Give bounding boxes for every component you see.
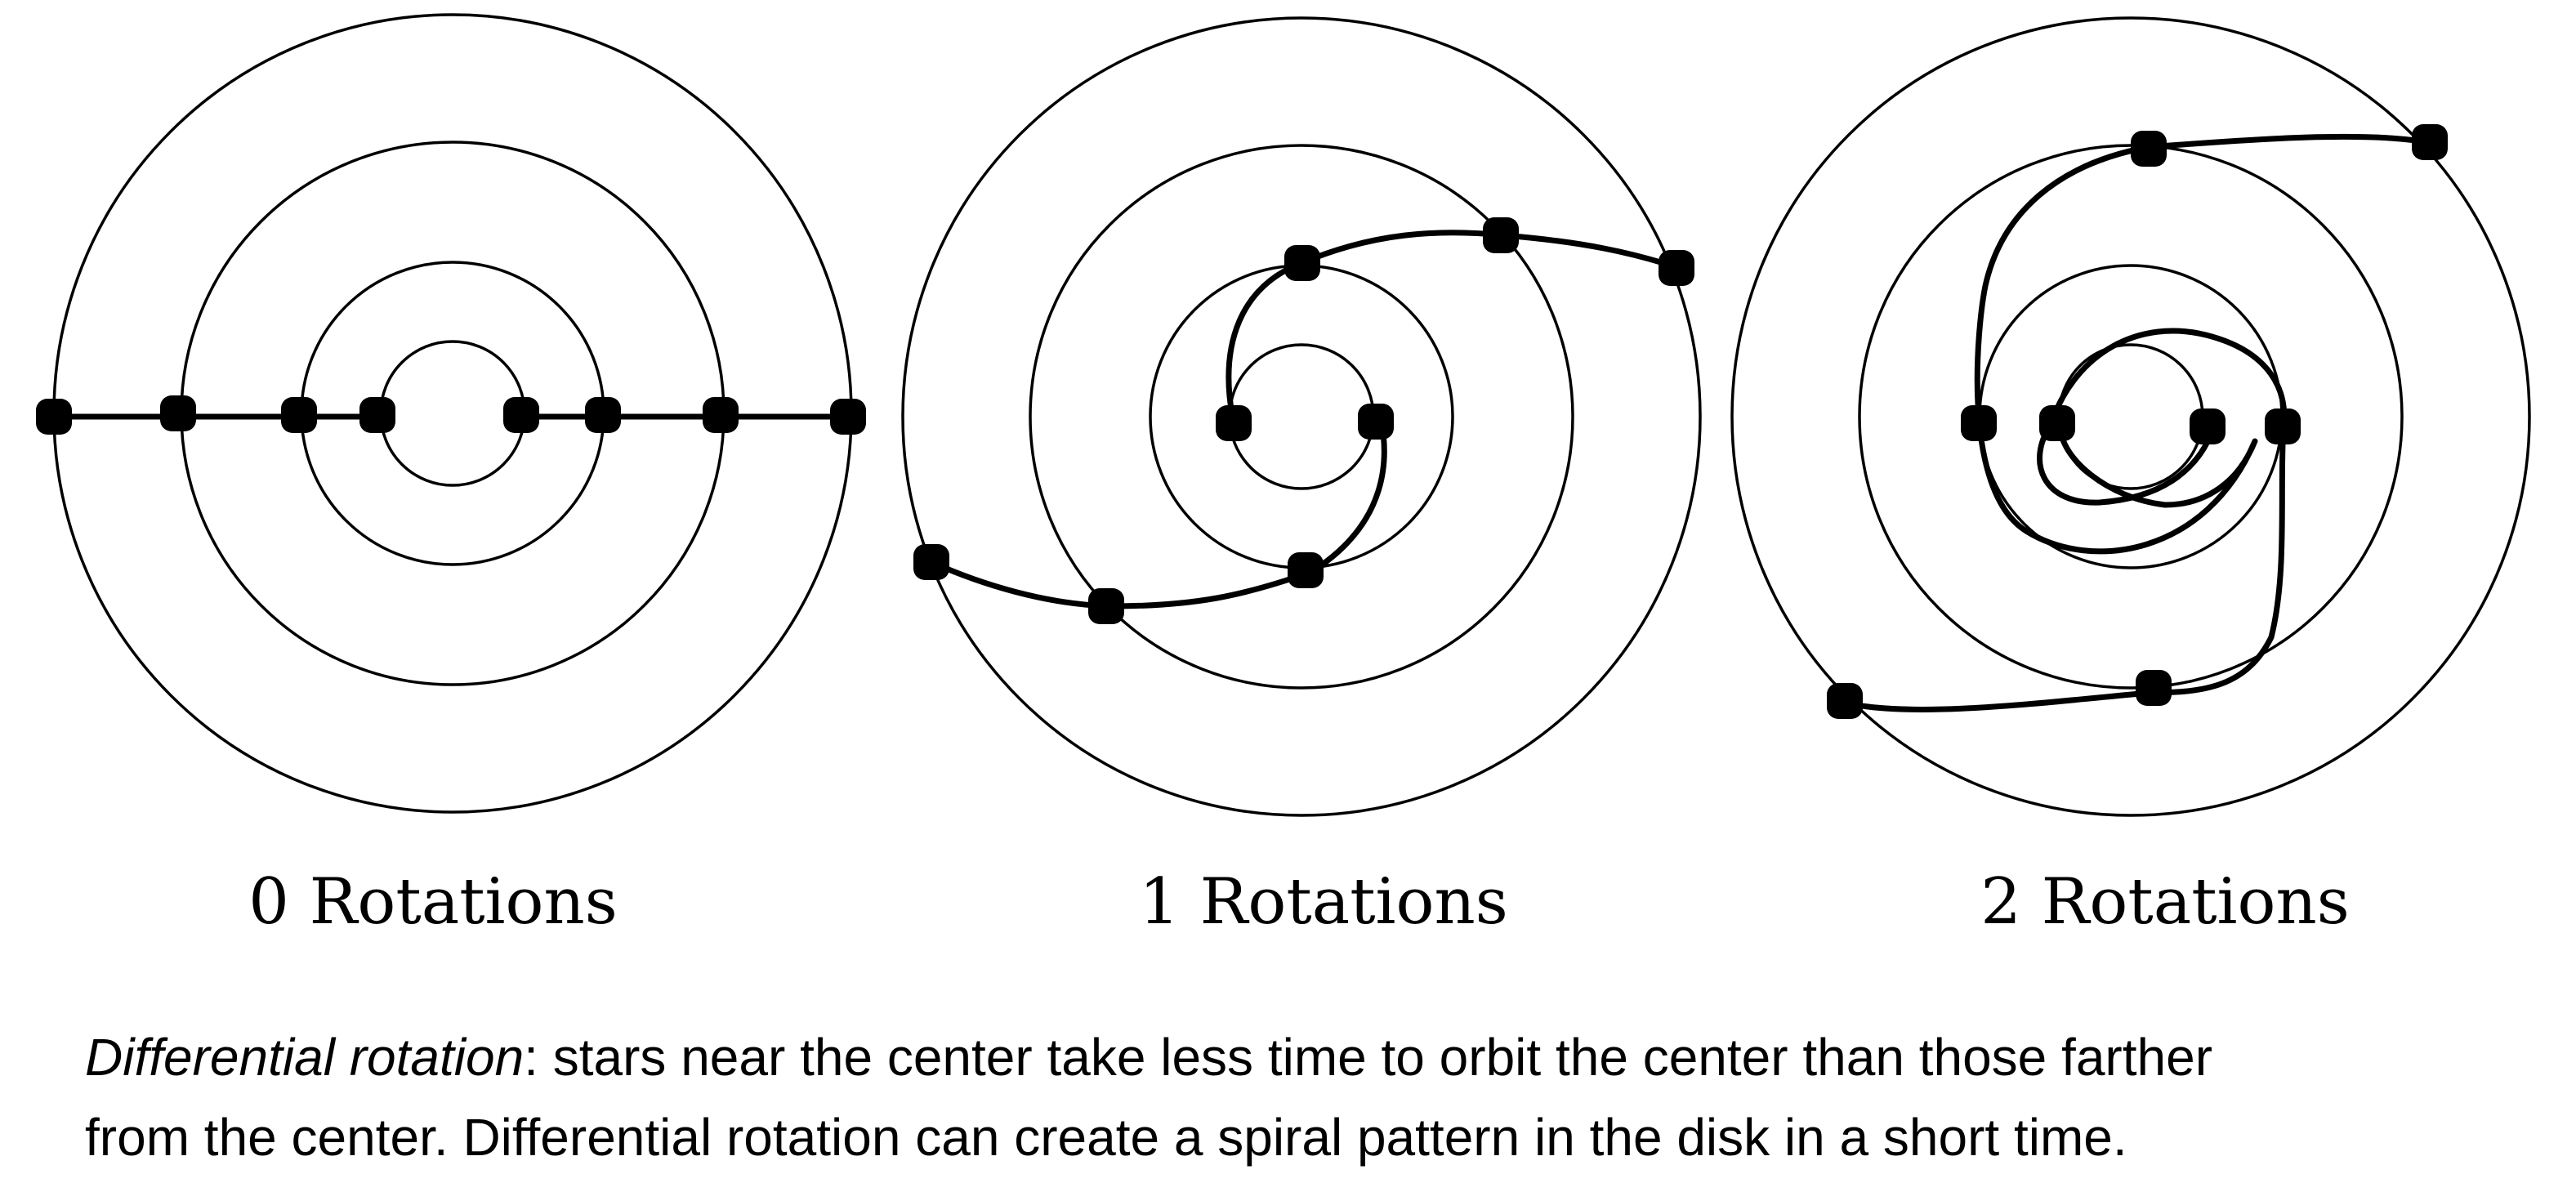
star bbox=[830, 399, 866, 435]
star bbox=[1288, 552, 1324, 588]
caption-line-2: from the center. Differential rotation c… bbox=[85, 1108, 2127, 1167]
star bbox=[1358, 404, 1394, 440]
star bbox=[1659, 250, 1694, 286]
orbit-ring bbox=[901, 16, 1702, 817]
caption: Differential rotation: stars near the ce… bbox=[85, 1017, 2503, 1177]
spiral-arm bbox=[1974, 133, 2434, 555]
star bbox=[2039, 405, 2075, 441]
star bbox=[2265, 408, 2301, 444]
star bbox=[913, 544, 949, 580]
spiral-arm bbox=[1225, 230, 1682, 426]
star bbox=[2412, 124, 2448, 160]
star bbox=[36, 399, 72, 435]
star bbox=[281, 397, 317, 433]
star bbox=[1284, 245, 1320, 281]
orbit-ring bbox=[1978, 264, 2284, 569]
star bbox=[1483, 217, 1519, 253]
star bbox=[2131, 131, 2167, 167]
star bbox=[1827, 683, 1863, 719]
panel-1-rotations bbox=[901, 16, 1702, 817]
caption-term: Differential rotation bbox=[85, 1028, 525, 1087]
spiral-arm bbox=[928, 415, 1387, 609]
orbit-ring bbox=[1029, 144, 1574, 690]
panel-2-rotations bbox=[1730, 16, 2531, 817]
label-1-rotations: 1 Rotations bbox=[1139, 865, 1508, 939]
star bbox=[1088, 588, 1124, 624]
label-2-rotations: 2 Rotations bbox=[1980, 865, 2350, 939]
star bbox=[2190, 408, 2226, 444]
orbit-ring bbox=[379, 340, 526, 487]
orbit-ring bbox=[300, 261, 605, 566]
orbit-ring bbox=[1149, 264, 1454, 569]
caption-line-1: Differential rotation: stars near the ce… bbox=[85, 1017, 2503, 1097]
caption-line1-text: : stars near the center take less time t… bbox=[524, 1028, 2212, 1087]
orbit-ring bbox=[180, 141, 725, 686]
star bbox=[503, 397, 539, 433]
orbit-ring bbox=[1858, 144, 2404, 690]
orbit-ring bbox=[1730, 16, 2531, 817]
star bbox=[359, 397, 395, 433]
star bbox=[1216, 405, 1252, 441]
star bbox=[2136, 670, 2172, 706]
star bbox=[160, 395, 196, 431]
star bbox=[585, 397, 621, 433]
label-0-rotations: 0 Rotations bbox=[248, 865, 618, 939]
panel-0-rotations bbox=[36, 13, 866, 814]
star bbox=[1961, 405, 1997, 441]
star bbox=[703, 397, 739, 433]
